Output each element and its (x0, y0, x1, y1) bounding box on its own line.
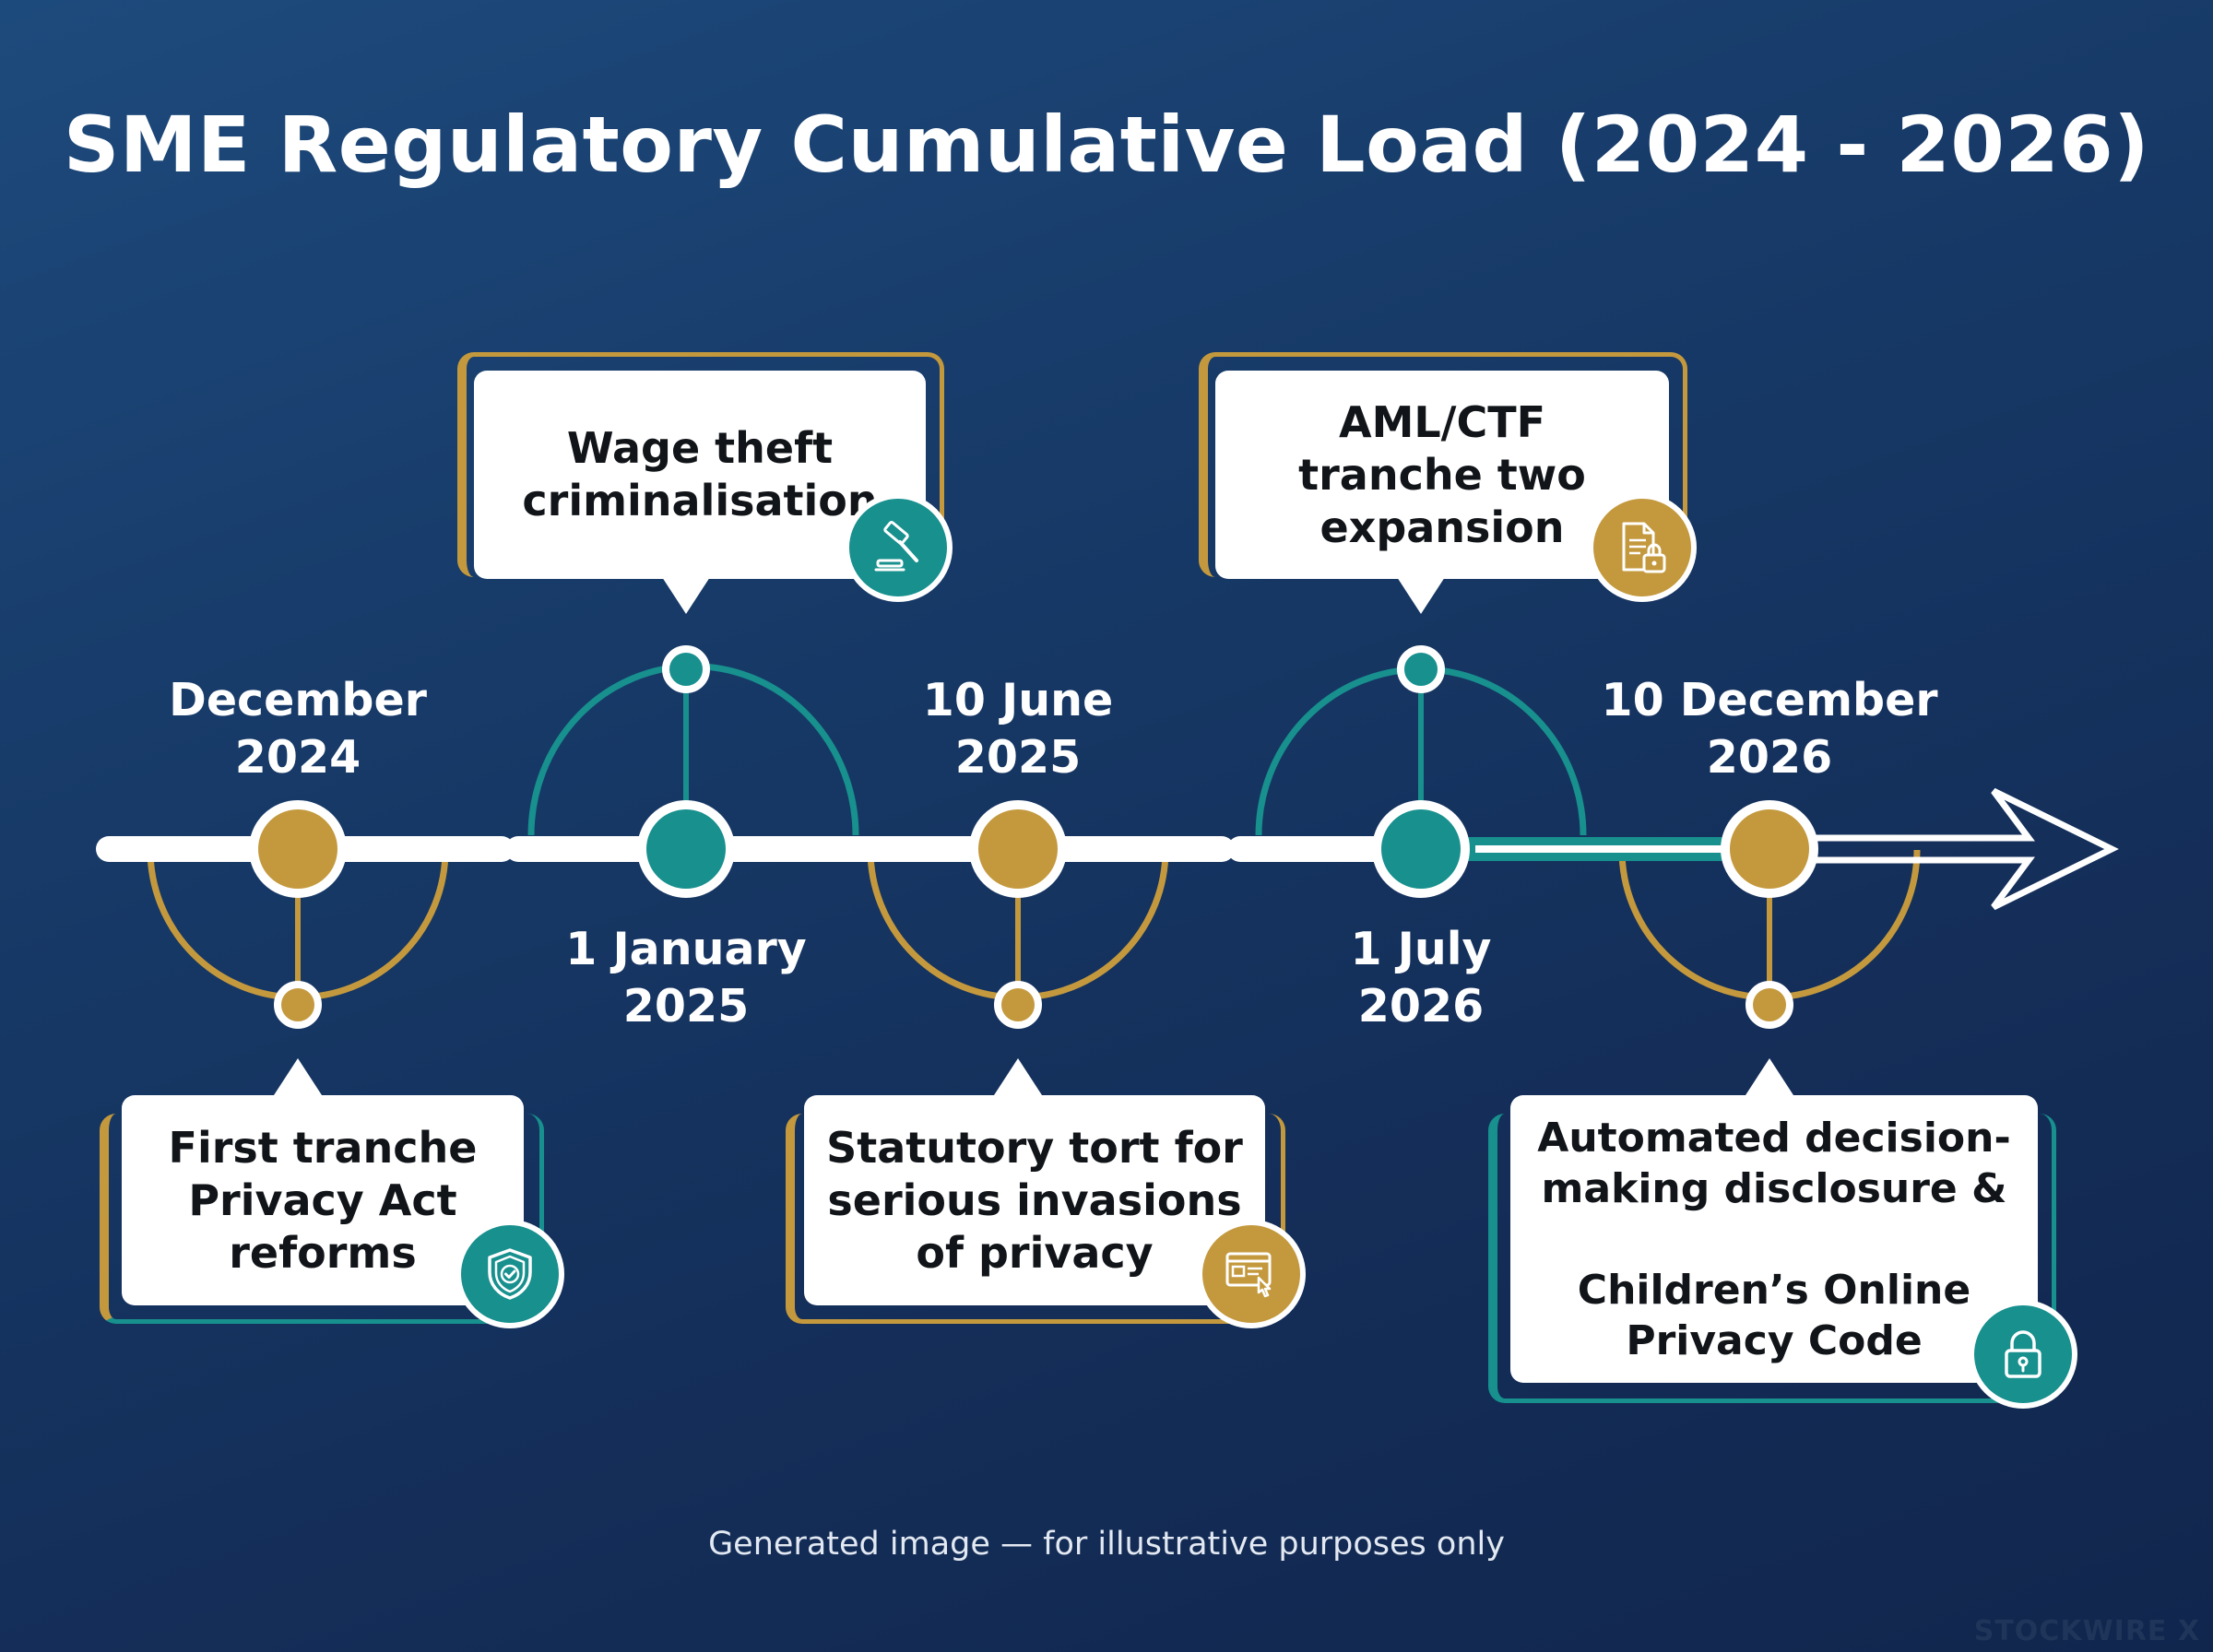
card-pointer-december-2024 (274, 1058, 322, 1095)
small-node-july-2026 (1397, 645, 1445, 693)
card-text-december-2026: Automated decision- making disclosure & … (1537, 1114, 2011, 1364)
badge-july-2026 (1588, 493, 1697, 602)
small-node-december-2026 (1746, 981, 1793, 1029)
date-label-july-2026: 1 July 2026 (1350, 923, 1492, 1032)
page-title: SME Regulatory Cumulative Load (2024 - 2… (63, 100, 2150, 190)
card-pointer-december-2026 (1746, 1058, 1793, 1095)
small-node-june-2025 (994, 981, 1042, 1029)
timeline-arrow (1734, 787, 2119, 911)
badge-december-2024 (456, 1220, 564, 1328)
card-text-december-2024: First tranche Privacy Act reforms (168, 1122, 478, 1278)
card-text-january-2025: Wage theft criminalisation (522, 423, 878, 525)
node-december-2024 (249, 800, 347, 898)
date-label-june-2025: 10 June 2025 (922, 674, 1114, 784)
card-text-june-2025: Statutory tort for serious invasions of … (826, 1122, 1243, 1278)
watermark-logo: STOCKWIRE X (1973, 1615, 2200, 1647)
node-june-2025 (969, 800, 1067, 898)
node-december-2026 (1721, 800, 1818, 898)
badge-december-2026 (1969, 1300, 2077, 1409)
card-frame-january-2025 (457, 352, 944, 577)
card-pointer-july-2026 (1397, 577, 1445, 614)
document-lock-icon (1622, 522, 1666, 573)
card-frame-july-2026 (1199, 352, 1687, 577)
browser-click-icon (1225, 1252, 1272, 1298)
card-frame-december-2026 (1488, 1114, 2056, 1403)
gavel-icon (874, 521, 918, 572)
date-label-december-2024: December 2024 (169, 674, 427, 784)
node-january-2025 (637, 800, 735, 898)
small-node-january-2025 (662, 645, 710, 693)
date-label-december-2026: 10 December 2026 (1601, 674, 1938, 784)
card-frame-june-2025 (786, 1114, 1285, 1324)
card-text-july-2026: AML/CTF tranche two expansion (1298, 396, 1586, 552)
card-pointer-january-2025 (662, 577, 710, 614)
footer-disclaimer: Generated image — for illustrative purpo… (708, 1526, 1505, 1563)
padlock-icon (2005, 1330, 2041, 1378)
card-december-2026: Automated decision- making disclosure & … (1510, 1095, 2038, 1383)
card-june-2025: Statutory tort for serious invasions of … (804, 1095, 1265, 1305)
card-pointer-june-2025 (994, 1058, 1042, 1095)
small-node-december-2024 (274, 981, 322, 1029)
badge-january-2025 (844, 493, 953, 602)
shield-check-icon (488, 1248, 532, 1300)
date-label-january-2025: 1 January 2025 (565, 923, 807, 1032)
card-frame-december-2024 (100, 1114, 544, 1324)
badge-june-2025 (1197, 1220, 1306, 1328)
node-july-2026 (1372, 800, 1470, 898)
